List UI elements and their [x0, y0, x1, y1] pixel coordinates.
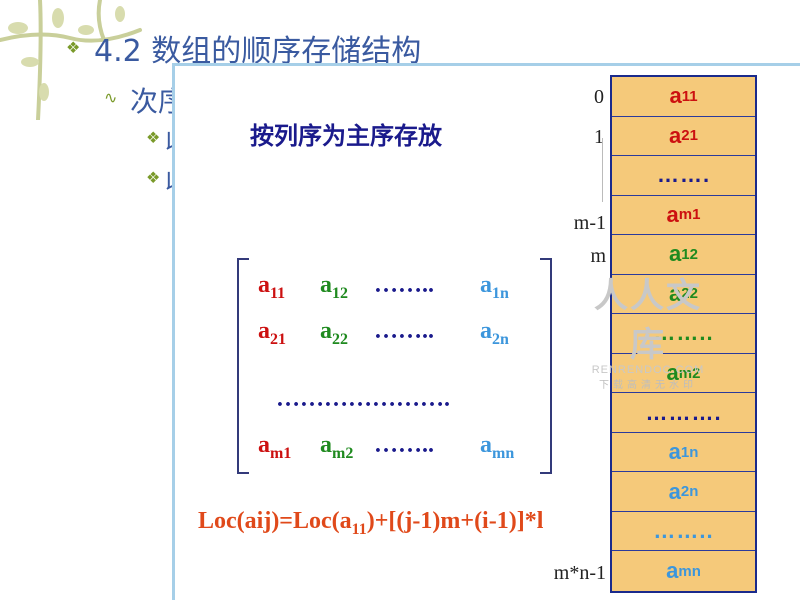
matrix-element: a1n [480, 272, 509, 302]
index-label-1: 1 [594, 126, 604, 148]
diamond-bullet-icon: ❖ [66, 40, 81, 57]
matrix-element: a12 [320, 272, 348, 302]
index-divider [602, 138, 603, 202]
formula-part1: Loc(aij)=Loc(a [198, 508, 352, 534]
overlay-title: 按列序为主序存放 [250, 122, 442, 150]
matrix-element: amn [480, 432, 515, 462]
formula-sub: 11 [351, 520, 367, 538]
diamond-bullet-icon: ❖ [146, 170, 161, 187]
matrix-element: a22 [320, 318, 348, 348]
index-label-m: m [590, 245, 606, 267]
matrix-row-dots: …….. [374, 272, 434, 298]
index-label-0: 0 [594, 86, 604, 108]
vine-decoration [0, 0, 142, 120]
index-label-m-1: m-1 [573, 212, 606, 234]
matrix-left-bracket [237, 258, 249, 474]
matrix-element: a2n [480, 318, 509, 348]
watermark: 人人文库 RENRENDOC.COM 下载高清无水印 [588, 268, 708, 391]
matrix-row-dots: …….. [374, 318, 434, 344]
storage-cell-dots: …….. [612, 314, 755, 354]
matrix-element: am1 [258, 432, 292, 462]
storage-cell-dots: ……. [612, 156, 755, 196]
swirl-bullet-icon: ∿ [104, 90, 118, 107]
storage-cell-dots: ………. [612, 393, 755, 433]
matrix-right-bracket [540, 258, 552, 474]
storage-cell-dots: …….. [612, 512, 755, 552]
watermark-logo: 人人文库 [594, 276, 702, 365]
watermark-url: RENRENDOC.COM [591, 364, 705, 376]
matrix-element: a11 [258, 272, 286, 302]
diamond-bullet-icon: ❖ [146, 130, 161, 147]
index-label-last: m*n-1 [553, 562, 606, 584]
matrix-middle-dots: …………………. [276, 386, 450, 412]
matrix-row-dots: …….. [374, 432, 434, 458]
matrix-element: am2 [320, 432, 354, 462]
address-formula: Loc(aij)=Loc(a11)+[(j-1)m+(i-1)]*l [198, 508, 543, 539]
matrix-element: a21 [258, 318, 286, 348]
formula-part2: )+[(j-1)m+(i-1)]*l [366, 508, 544, 534]
watermark-tagline: 下载高清无水印 [599, 380, 697, 391]
